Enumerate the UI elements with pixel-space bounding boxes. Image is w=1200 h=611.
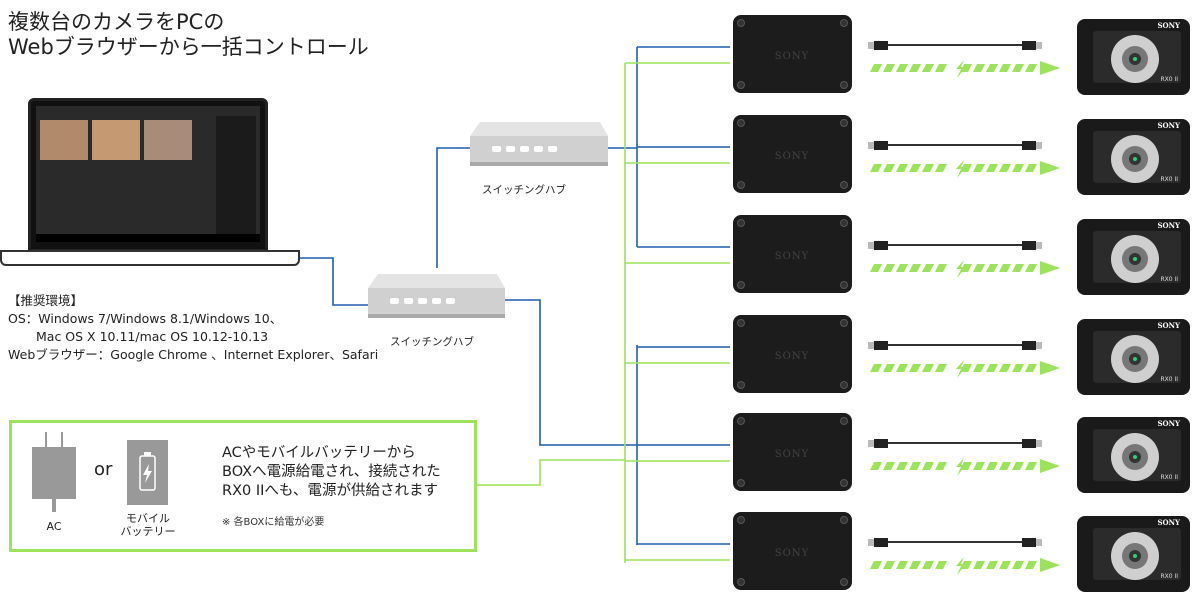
rx0-camera: SONY RX0 II — [1077, 417, 1190, 493]
hub-label: スイッチングハブ — [482, 184, 566, 196]
control-box: SONY — [733, 215, 852, 293]
svg-text:RX0 II: RX0 II — [1160, 76, 1178, 83]
switching-hub-icon — [368, 274, 505, 318]
svg-text:RX0 II: RX0 II — [1160, 176, 1178, 183]
svg-text:RX0 II: RX0 II — [1160, 376, 1178, 383]
svg-text:SONY: SONY — [1157, 121, 1181, 130]
battery-label: モバイル バッテリー — [120, 512, 176, 538]
camera-preview — [40, 120, 88, 160]
svg-text:RX0 II: RX0 II — [1160, 573, 1178, 580]
rx0-camera: SONY RX0 II — [1077, 516, 1190, 592]
laptop — [0, 98, 300, 268]
taskbar — [36, 234, 260, 242]
usb-cable-icon — [868, 538, 1042, 547]
svg-text:SONY: SONY — [1157, 21, 1181, 30]
camera-control-row: SONY SONY RX0 II — [733, 215, 1190, 295]
svg-text:SONY: SONY — [775, 251, 809, 262]
svg-text:SONY: SONY — [775, 51, 809, 62]
svg-text:RX0 II: RX0 II — [1160, 276, 1178, 283]
power-flow-arrow-icon — [870, 360, 1060, 378]
camera-control-row: SONY SONY RX0 II — [733, 115, 1190, 195]
network-cable — [300, 257, 368, 306]
switching-hub-icon — [470, 122, 608, 166]
ac-label: AC — [46, 520, 62, 533]
power-flow-arrow-icon — [870, 60, 1060, 78]
hub-label: スイッチングハブ — [390, 336, 474, 348]
power-note: ※ 各BOXに給電が必要 — [222, 517, 325, 528]
page-title: 複数台のカメラをPCの Webブラウザーから一括コントロール — [8, 10, 369, 59]
camera-control-row: SONY SONY RX0 II — [733, 512, 1190, 592]
usb-cable-icon — [868, 439, 1042, 448]
mobile-battery-icon — [127, 440, 168, 505]
svg-text:SONY: SONY — [1157, 221, 1181, 230]
usb-cable-icon — [868, 141, 1042, 150]
power-flow-arrow-icon — [870, 557, 1060, 575]
rx0-camera: SONY RX0 II — [1077, 119, 1190, 195]
svg-text:SONY: SONY — [775, 151, 809, 162]
power-cable — [474, 459, 625, 486]
svg-text:SONY: SONY — [1157, 518, 1181, 527]
control-box: SONY — [733, 413, 852, 491]
svg-text:SONY: SONY — [1157, 419, 1181, 428]
camera-control-row: SONY SONY RX0 II — [733, 315, 1190, 395]
svg-text:SONY: SONY — [1157, 321, 1181, 330]
power-description: ACやモバイルバッテリーから BOXへ電源給電され、接続された RX0 IIへも… — [222, 445, 441, 499]
svg-text:SONY: SONY — [775, 449, 809, 460]
svg-text:RX0 II: RX0 II — [1160, 474, 1178, 481]
env-browser: Webブラウザー：Google Chrome 、Internet Explore… — [8, 347, 379, 362]
power-flow-arrow-icon — [870, 458, 1060, 476]
browser-ui-screenshot — [36, 106, 260, 242]
svg-text:SONY: SONY — [775, 548, 809, 559]
rx0-camera: SONY RX0 II — [1077, 219, 1190, 295]
camera-control-row: SONY SONY RX0 II — [733, 413, 1190, 493]
control-box: SONY — [733, 512, 852, 590]
camera-preview — [92, 120, 140, 160]
env-os: OS：Windows 7/Windows 8.1/Windows 10、 — [8, 311, 283, 326]
control-box: SONY — [733, 115, 852, 193]
rx0-camera: SONY RX0 II — [1077, 319, 1190, 395]
ac-prong — [45, 432, 47, 447]
usb-cable-icon — [868, 41, 1042, 50]
env-heading: 【推奨環境】 — [8, 293, 84, 308]
ac-cord — [52, 499, 56, 512]
ac-prong — [61, 432, 63, 447]
network-cable — [505, 299, 730, 446]
svg-text:SONY: SONY — [775, 351, 809, 362]
power-flow-arrow-icon — [870, 260, 1060, 278]
control-box: SONY — [733, 15, 852, 93]
ac-adapter-icon — [32, 447, 76, 499]
recommended-environment: 【推奨環境】 OS：Windows 7/Windows 8.1/Windows … — [8, 292, 378, 364]
camera-control-row: SONY SONY RX0 II — [733, 15, 1190, 95]
power-info-box — [9, 420, 477, 552]
laptop-base — [0, 250, 300, 266]
usb-cable-icon — [868, 341, 1042, 350]
rx0-camera: SONY RX0 II — [1077, 19, 1190, 95]
power-flow-arrow-icon — [870, 160, 1060, 178]
control-box: SONY — [733, 315, 852, 393]
camera-preview — [144, 120, 192, 160]
or-label: or — [94, 459, 113, 480]
settings-panel — [216, 116, 256, 236]
env-os-mac: Mac OS X 10.11/mac OS 10.12-10.13 — [36, 329, 269, 344]
network-cable — [436, 147, 470, 268]
laptop-screen — [28, 98, 268, 252]
usb-cable-icon — [868, 241, 1042, 250]
